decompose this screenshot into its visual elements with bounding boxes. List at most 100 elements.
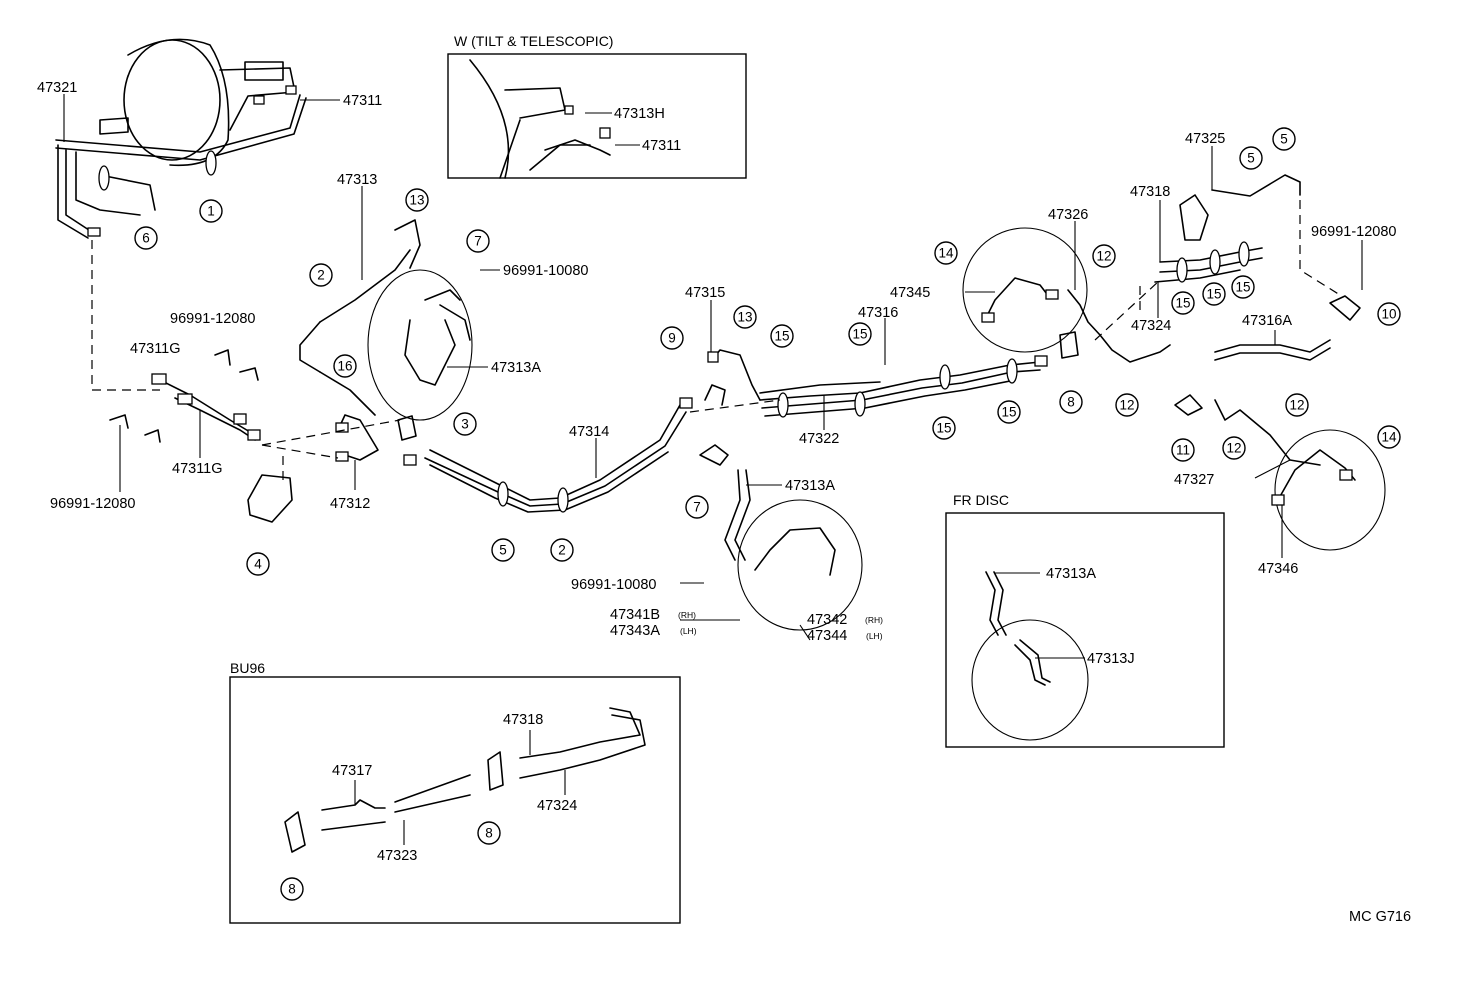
callout-10: 10 <box>1377 302 1401 326</box>
svg-text:11: 11 <box>1176 443 1190 458</box>
part-label: 47313A <box>1046 566 1096 582</box>
svg-text:2: 2 <box>317 268 325 283</box>
fr-disc-inset-box <box>945 512 1225 748</box>
svg-text:2: 2 <box>558 543 566 558</box>
svg-text:15: 15 <box>774 329 789 344</box>
part-label-side: (LH) <box>680 626 697 636</box>
part-label: 47314 <box>569 424 609 440</box>
part-label: 47322 <box>799 431 839 447</box>
bu96-inset-drawing <box>284 707 646 853</box>
part-label: 96991-12080 <box>170 311 255 327</box>
svg-text:16: 16 <box>337 359 352 374</box>
part-label: 47311 <box>343 93 382 109</box>
callout-9: 9 <box>660 326 684 350</box>
callout-7: 7 <box>685 495 709 519</box>
callout-15: 15 <box>932 416 956 440</box>
part-label: 47313 <box>337 172 377 188</box>
part-label-side: (RH) <box>678 610 696 620</box>
callout-5: 5 <box>491 538 515 562</box>
callout-15: 15 <box>848 322 872 346</box>
svg-text:15: 15 <box>936 421 951 436</box>
svg-text:12: 12 <box>1289 398 1304 413</box>
callout-12: 12 <box>1285 393 1309 417</box>
callout-1: 1 <box>199 199 223 223</box>
part-label: 47321 <box>37 80 77 96</box>
svg-text:5: 5 <box>1280 132 1288 147</box>
svg-text:15: 15 <box>1235 280 1250 295</box>
callout-15: 15 <box>1231 275 1255 299</box>
part-label: 47323 <box>377 848 417 864</box>
part-label: 47311G <box>130 341 181 357</box>
callout-12: 12 <box>1115 393 1139 417</box>
part-label: 47313A <box>491 360 541 376</box>
svg-text:14: 14 <box>1381 430 1397 445</box>
part-label: 47344 <box>807 628 847 644</box>
svg-text:5: 5 <box>1247 151 1255 166</box>
callout-4: 4 <box>246 552 270 576</box>
svg-text:7: 7 <box>693 500 701 515</box>
callout-12: 12 <box>1222 436 1246 460</box>
part-label: 47324 <box>537 798 577 814</box>
part-label: 47311 <box>642 138 681 154</box>
callout-8: 8 <box>280 877 304 901</box>
svg-text:7: 7 <box>474 234 482 249</box>
callout-3: 3 <box>453 412 477 436</box>
callout-14: 14 <box>1377 425 1401 449</box>
part-label: 47316 <box>858 305 898 321</box>
part-label: 47316A <box>1242 313 1292 329</box>
part-label: 47311G <box>172 461 223 477</box>
part-label: 47325 <box>1185 131 1225 147</box>
part-label: 47315 <box>685 285 725 301</box>
svg-text:5: 5 <box>499 543 507 558</box>
part-label: 47324 <box>1131 318 1171 334</box>
tilt-telescopic-inset-title: W (TILT & TELESCOPIC) <box>454 33 613 49</box>
callout-6: 6 <box>134 226 158 250</box>
part-label-side: (LH) <box>866 631 883 641</box>
callout-14: 14 <box>934 241 958 265</box>
main-tube-runs <box>91 174 1386 631</box>
part-label: 96991-12080 <box>1311 224 1396 240</box>
part-label: 96991-10080 <box>571 577 656 593</box>
part-label-side: (RH) <box>865 615 883 625</box>
svg-text:8: 8 <box>485 826 493 841</box>
svg-text:12: 12 <box>1119 398 1134 413</box>
part-label: 47317 <box>332 763 372 779</box>
svg-text:15: 15 <box>1206 287 1221 302</box>
callout-13: 13 <box>733 305 757 329</box>
part-label: 47318 <box>1130 184 1170 200</box>
svg-text:15: 15 <box>1175 296 1190 311</box>
svg-text:8: 8 <box>288 882 296 897</box>
part-label: 96991-10080 <box>503 263 588 279</box>
callout-8: 8 <box>477 821 501 845</box>
svg-text:8: 8 <box>1067 395 1075 410</box>
svg-text:6: 6 <box>142 231 150 246</box>
fr-disc-inset-drawing <box>971 571 1089 741</box>
svg-text:3: 3 <box>461 417 469 432</box>
part-label: 47342 <box>807 612 847 628</box>
svg-text:12: 12 <box>1226 441 1241 456</box>
part-label: 47341B <box>610 607 660 623</box>
part-label: 47312 <box>330 496 370 512</box>
tilt-inset-drawing <box>469 59 611 179</box>
bu96-inset-title: BU96 <box>230 660 265 676</box>
part-number-labels: 47321 47311 47313 47313H 47311 96991-100… <box>37 80 1411 925</box>
part-label: 47345 <box>890 285 930 301</box>
bu96-inset-box <box>229 676 681 924</box>
brake-booster-drawing <box>55 38 307 239</box>
part-label: 47326 <box>1048 207 1088 223</box>
diagram-code: MC G716 <box>1349 909 1411 925</box>
svg-text:1: 1 <box>207 204 215 219</box>
svg-text:10: 10 <box>1381 307 1396 322</box>
svg-text:15: 15 <box>852 327 867 342</box>
callout-12: 12 <box>1092 244 1116 268</box>
callout-2: 2 <box>550 538 574 562</box>
svg-text:12: 12 <box>1096 249 1111 264</box>
leader-lines <box>63 94 1363 845</box>
callout-8: 8 <box>1059 390 1083 414</box>
part-label: 47313J <box>1087 651 1135 667</box>
callout-15: 15 <box>997 400 1021 424</box>
svg-text:4: 4 <box>254 557 262 572</box>
part-label: 47346 <box>1258 561 1298 577</box>
part-label: 47327 <box>1174 472 1214 488</box>
fr-disc-inset-title: FR DISC <box>953 492 1009 508</box>
